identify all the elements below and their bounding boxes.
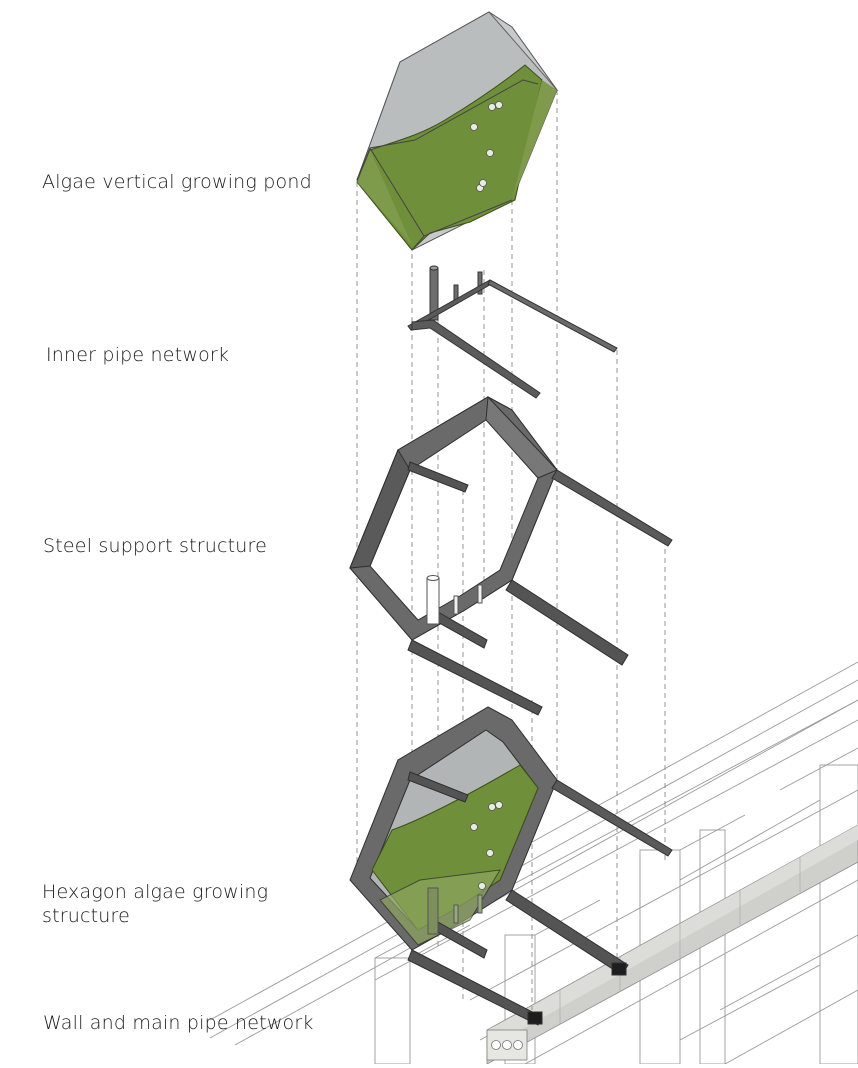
inner-pipe-network	[407, 265, 618, 399]
label-wall-main-pipe: Wall and main pipe network	[43, 1012, 314, 1034]
steel-support-structure	[349, 395, 673, 716]
label-hexagon-line-1: Hexagon algae growing	[42, 881, 269, 903]
hexagon-algae-structure	[349, 706, 673, 1026]
label-hexagon-line-2: structure	[42, 905, 131, 927]
main-pipe	[486, 824, 858, 1065]
label-algae-pond: Algae vertical growing pond	[42, 171, 312, 193]
label-hexagon-algae-structure: Hexagon algae growing structure	[42, 880, 268, 928]
label-steel-support-structure: Steel support structure	[43, 535, 268, 557]
algae-pond	[356, 11, 559, 251]
label-inner-pipe-network: Inner pipe network	[46, 344, 230, 366]
